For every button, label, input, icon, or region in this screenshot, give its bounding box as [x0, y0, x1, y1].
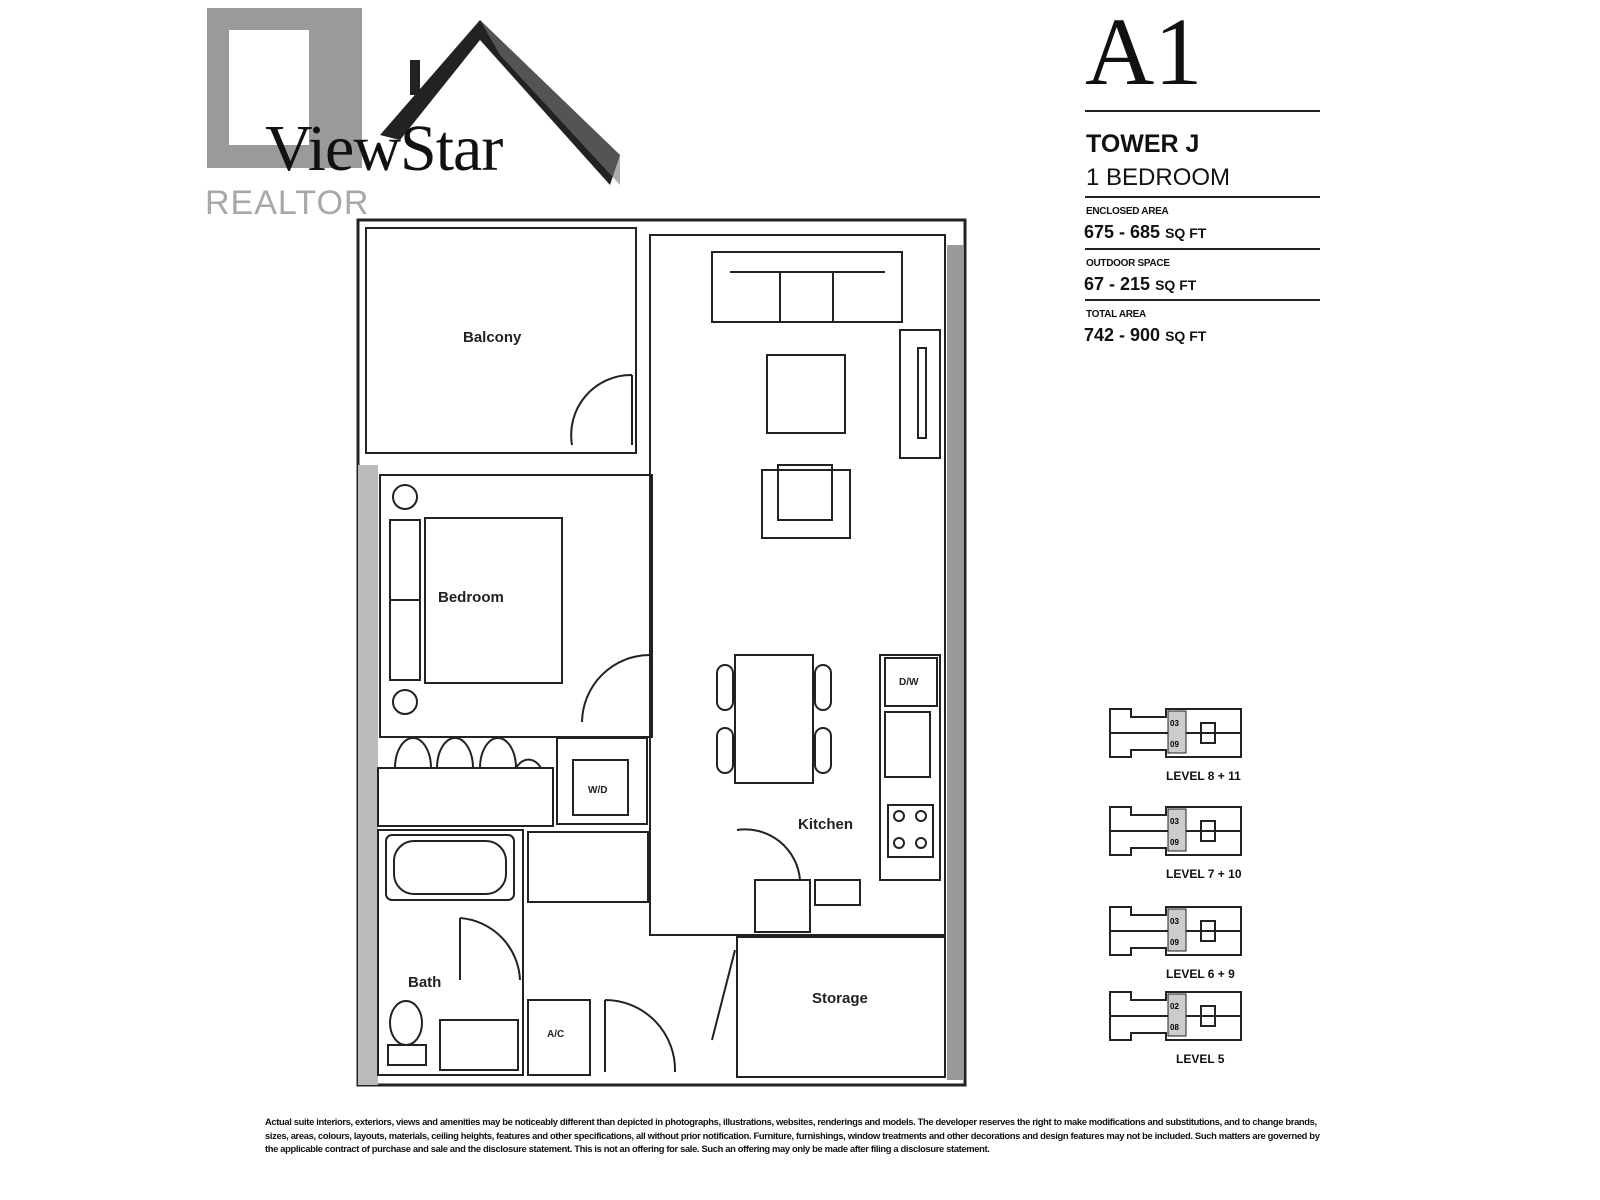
key-plan-unit: 09	[1170, 740, 1179, 749]
room-label-kitchen: Kitchen	[798, 816, 853, 833]
divider	[1085, 110, 1320, 112]
key-plan-label: LEVEL 7 + 10	[1166, 867, 1242, 881]
realtor-wordmark: REALTOR	[205, 184, 370, 222]
bedroom-count: 1 BEDROOM	[1086, 164, 1231, 191]
storage-outline	[736, 936, 946, 1078]
toilet	[389, 1000, 423, 1046]
room-label-balcony: Balcony	[463, 329, 522, 346]
key-plan-label: LEVEL 5	[1176, 1052, 1225, 1066]
key-plan-unit: 03	[1170, 917, 1179, 926]
dining-table	[734, 654, 814, 784]
fridge	[754, 879, 811, 933]
divider	[1085, 196, 1320, 198]
ottoman	[761, 469, 851, 539]
dishwasher-label: D/W	[899, 677, 919, 688]
divider	[1085, 248, 1320, 250]
outdoor-space-label: OUTDOOR SPACE	[1086, 258, 1170, 269]
divider	[1085, 299, 1320, 301]
key-plan-unit: 09	[1170, 938, 1179, 947]
balcony-outline	[365, 227, 637, 454]
sink	[884, 711, 931, 778]
key-plan-unit: 02	[1170, 1002, 1179, 1011]
armchair	[766, 354, 846, 434]
bedroom-outline	[379, 474, 653, 738]
bedroom-door-swing	[581, 654, 651, 723]
outdoor-space-value: 67 - 215 SQ FT	[1084, 274, 1197, 294]
washer-dryer	[572, 759, 629, 816]
nightstand-lamp	[392, 689, 418, 715]
bath-door-swing	[459, 917, 521, 981]
room-label-bath: Bath	[408, 974, 441, 991]
closet	[377, 767, 554, 827]
key-plan-diagram: 03 09	[1109, 708, 1242, 758]
key-plan-unit: 03	[1170, 719, 1179, 728]
tv-console	[899, 329, 941, 459]
sofa	[711, 251, 903, 323]
room-label-storage: Storage	[812, 990, 868, 1007]
bed	[424, 517, 563, 684]
key-plan-label: LEVEL 8 + 11	[1166, 769, 1241, 783]
ac-closet	[527, 999, 591, 1076]
dishwasher	[884, 657, 938, 707]
tower-name: TOWER J	[1086, 130, 1200, 158]
key-plan-diagram: 02 08	[1109, 991, 1242, 1041]
key-plan-unit: 08	[1170, 1023, 1179, 1032]
exterior-wall	[358, 465, 378, 1085]
enclosed-area-label: ENCLOSED AREA	[1086, 206, 1169, 217]
living-outline	[649, 234, 946, 936]
nightstand-lamp	[392, 484, 418, 510]
key-plan-label: LEVEL 6 + 9	[1166, 967, 1235, 981]
realtor-logo	[207, 8, 362, 168]
total-area-label: TOTAL AREA	[1086, 309, 1146, 320]
bathtub	[385, 834, 515, 901]
washer-dryer-label: W/D	[588, 785, 607, 796]
ac-label: A/C	[547, 1029, 564, 1040]
entry-door-swing	[604, 999, 677, 1073]
total-area-value: 742 - 900 SQ FT	[1084, 325, 1207, 345]
viewstar-logo: ViewStar	[265, 112, 503, 185]
exterior-wall	[947, 245, 963, 1080]
bath-outline	[377, 829, 524, 1076]
key-plan-diagram: 03 09	[1109, 906, 1242, 956]
disclaimer: Actual suite interiors, exteriors, views…	[265, 1116, 1320, 1154]
kitchen-counter	[879, 654, 941, 881]
roof-logo-icon	[380, 20, 620, 185]
laundry-closet	[556, 737, 648, 825]
linen-closet	[527, 831, 649, 903]
pantry-door-swing	[736, 828, 801, 881]
room-label-bedroom: Bedroom	[438, 589, 504, 606]
enclosed-area-value: 675 - 685 SQ FT	[1084, 222, 1207, 242]
key-plan-unit: 09	[1170, 838, 1179, 847]
outer-wall	[356, 218, 967, 1087]
balcony-door-swing	[570, 373, 633, 446]
key-plan-unit: 03	[1170, 817, 1179, 826]
vanity	[439, 1019, 519, 1071]
storage-door	[711, 949, 736, 1041]
unit-code: A1	[1085, 0, 1203, 105]
key-plan-diagram: 03 09	[1109, 806, 1242, 856]
cooktop	[887, 804, 934, 858]
